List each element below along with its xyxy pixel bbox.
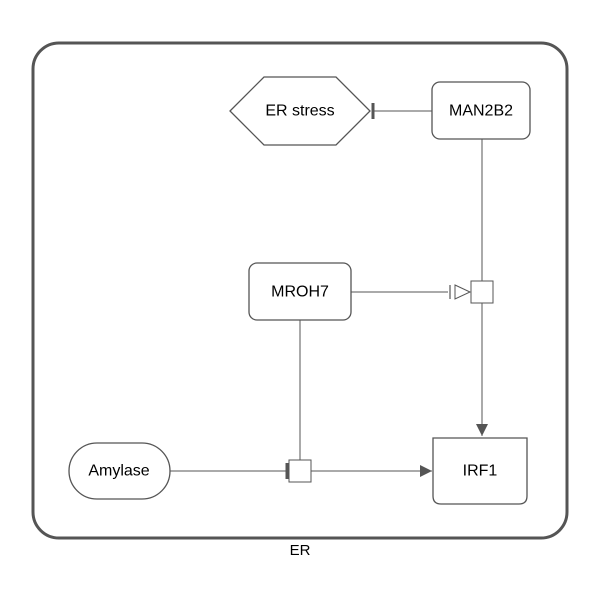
node-irf1[interactable]: IRF1 <box>432 437 528 505</box>
process-node-1 <box>470 280 494 304</box>
node-er-stress[interactable]: ER stress <box>229 76 371 146</box>
node-amylase-label: Amylase <box>88 463 149 480</box>
node-mroh7-label: MROH7 <box>271 284 329 301</box>
node-amylase[interactable]: Amylase <box>68 442 171 500</box>
compartment-er <box>31 41 569 540</box>
process-node-2 <box>288 459 312 483</box>
edge-mroh7-necessary-stimulation <box>351 284 472 300</box>
node-mroh7[interactable]: MROH7 <box>248 262 352 321</box>
node-man2b2[interactable]: MAN2B2 <box>431 81 531 140</box>
node-er-stress-label: ER stress <box>265 103 334 120</box>
node-irf1-label: IRF1 <box>463 463 498 480</box>
compartment-label: ER <box>290 542 311 559</box>
edge-man2b2-inhibits-er-stress <box>371 103 432 119</box>
node-man2b2-label: MAN2B2 <box>449 103 513 120</box>
edge-mroh7-inhibits-process-2 <box>285 320 301 479</box>
